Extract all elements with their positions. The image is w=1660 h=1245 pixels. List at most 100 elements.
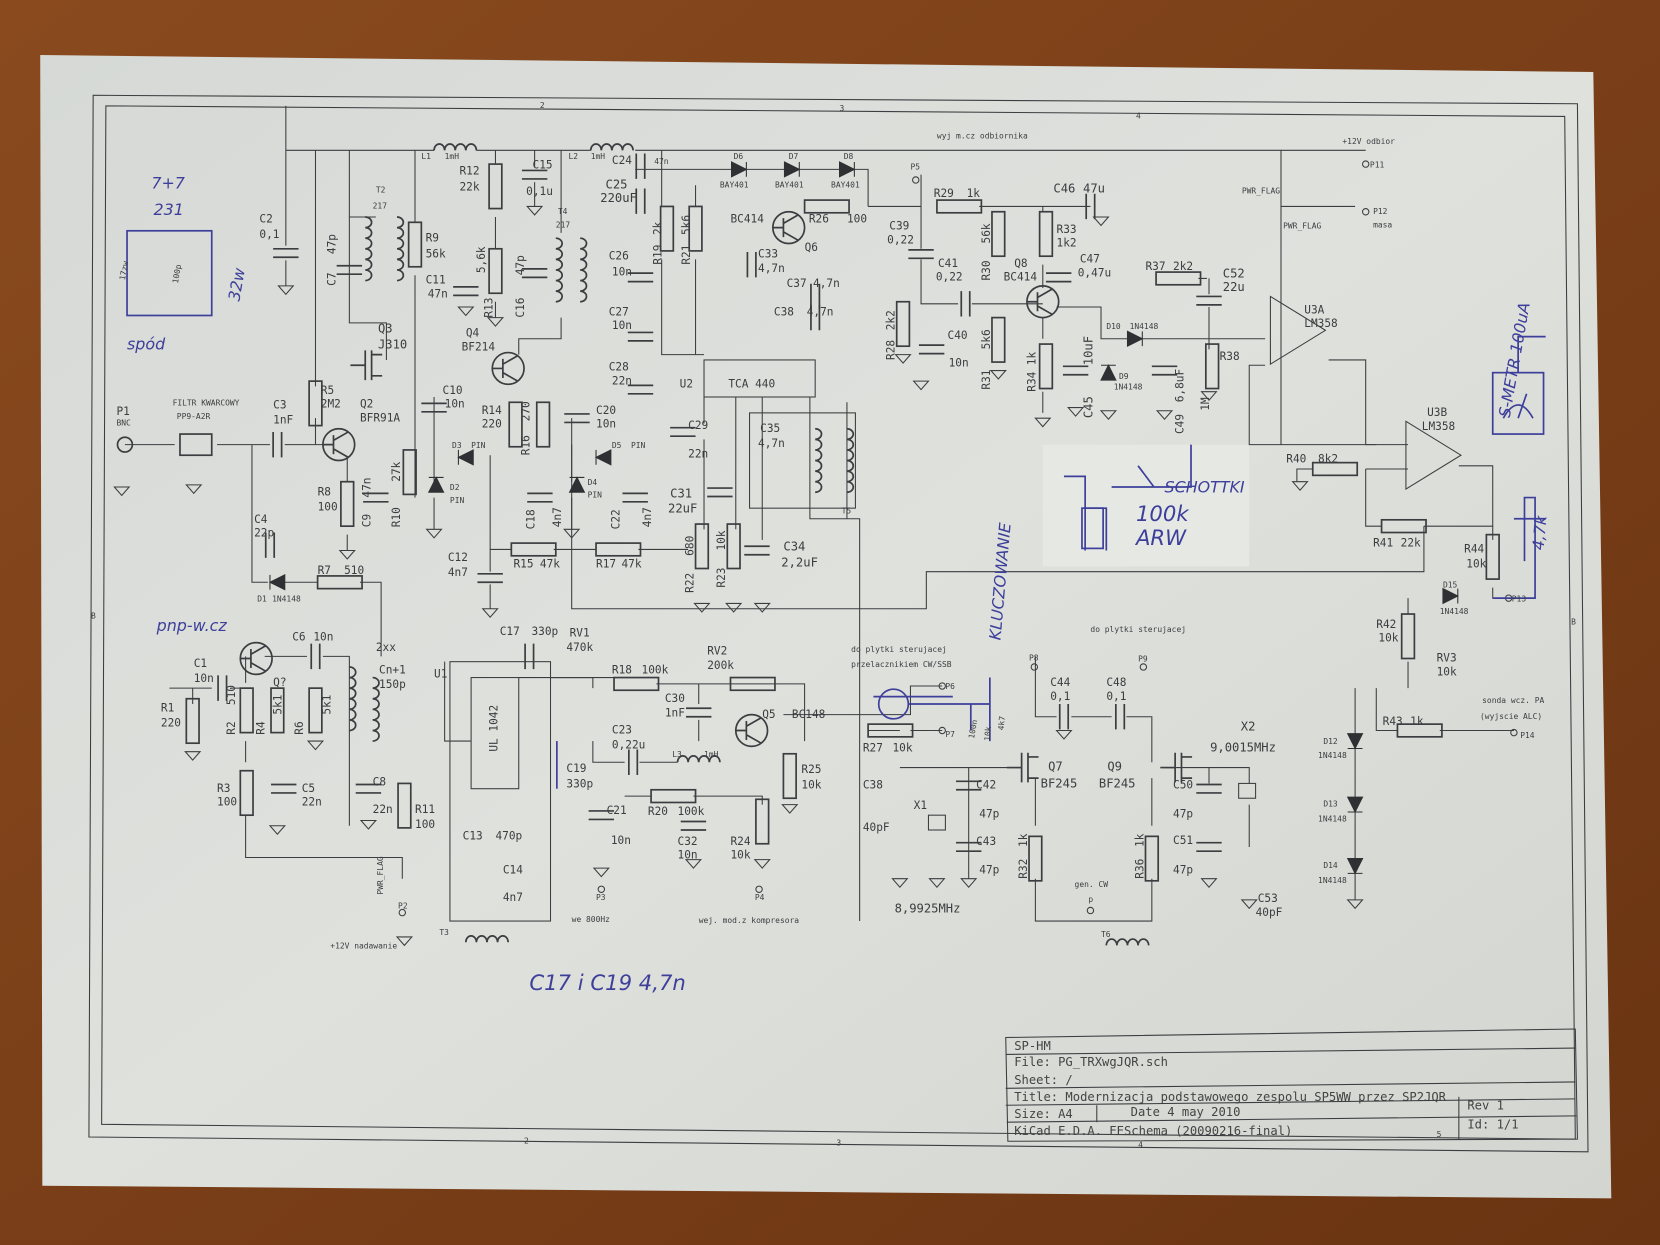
resistor: [1144, 835, 1160, 882]
transistor: [1026, 284, 1060, 319]
components-rv2-ref-label: RV2: [707, 644, 727, 657]
components-r12-ref-label: R12: [459, 165, 479, 178]
components-r27-value-label: 10k: [892, 742, 912, 755]
handwritten-r4k7b-label: 4,7k: [1529, 514, 1551, 551]
components-qx-ref-label: Q?: [273, 676, 286, 689]
capacitor: [477, 572, 503, 584]
components-c16-value-label: 47p: [514, 255, 527, 275]
notes-rx-12v-label: +12V odbior: [1342, 137, 1395, 146]
capacitor: [627, 272, 654, 283]
frame-bottom-2-label: 4: [1138, 1141, 1143, 1150]
components-r4-value-label: 5k1: [272, 695, 285, 715]
components-c50-value-label: 47p: [1173, 807, 1193, 820]
components-c44-value-label: 0,1: [1050, 690, 1070, 703]
connector-pin: [1361, 208, 1370, 216]
resistor: [755, 798, 770, 845]
components-fl-value-label: PP9-A2R: [177, 412, 211, 421]
components-c15-value-label: 0,1u: [526, 185, 553, 198]
wire: [703, 397, 763, 540]
components-r37-ref-label: R37: [1145, 260, 1165, 273]
handwritten-zw17-label: 17zw: [118, 260, 130, 281]
components-c38-ref-label: C38: [863, 779, 883, 792]
components-r13-value-label: 5,6k: [475, 246, 488, 273]
transistor-leads: [240, 645, 267, 672]
resistor: [1485, 533, 1500, 580]
resistor: [308, 380, 323, 427]
components-r2-ref-label: R2: [225, 721, 238, 734]
ports-p8-label: P8: [1029, 654, 1039, 663]
title-block-rev-label: Rev 1: [1467, 1098, 1504, 1112]
components-c18-value-label: 4n7: [551, 507, 564, 527]
wire: [1056, 306, 1266, 340]
components-c33-ref-label: C33: [758, 247, 778, 260]
crystal-filter: [179, 433, 213, 457]
wire: [661, 150, 705, 356]
inductor: [589, 143, 634, 151]
title-block-company-label: SP-HM: [1014, 1039, 1051, 1053]
components-r36-value-label: 1k: [1133, 833, 1146, 847]
capacitor: [588, 810, 615, 821]
resistor: [613, 676, 660, 692]
components-p1-ref-label: P1: [116, 405, 129, 418]
resistor: [688, 205, 703, 252]
capacitor: [310, 643, 321, 670]
components-c7-ref-label: C7: [326, 272, 339, 285]
resistor: [308, 687, 323, 734]
wire: [571, 444, 1425, 610]
components-c5-ref-label: C5: [302, 782, 315, 795]
ground-symbol: [359, 819, 377, 830]
components-r2-value-label: 510: [225, 685, 238, 705]
connector-pin: [1030, 663, 1039, 671]
components-c18-ref-label: C18: [525, 509, 538, 529]
ground-symbol: [1034, 417, 1052, 428]
title-block-id-label: Id: 1/1: [1467, 1118, 1518, 1132]
components-q9-value-label: BF245: [1099, 777, 1136, 791]
resistor: [659, 205, 675, 252]
components-r33-ref-label: R33: [1057, 223, 1077, 236]
components-r24-ref-label: R24: [730, 835, 750, 848]
resistor: [270, 687, 285, 734]
components-r17-ref-label: R17: [596, 557, 616, 570]
components-rv3-value-label: 10k: [1437, 665, 1457, 678]
notes-rx-out-label: wyj m.cz odbiornika: [937, 132, 1028, 141]
components-r24-value-label: 10k: [730, 849, 750, 862]
resistor: [595, 542, 642, 557]
handwritten-turns-label: 7+7: [151, 173, 185, 192]
components-t2-value-label: 217: [373, 202, 388, 211]
components-rv2-value-label: 200k: [707, 659, 734, 672]
resistor: [1038, 343, 1054, 390]
components-d6-ref-label: D6: [734, 152, 744, 161]
ground-symbol: [1067, 407, 1085, 417]
components-r10-ref-label: R10: [390, 507, 403, 527]
ground-symbol: [1099, 410, 1118, 421]
diode: [594, 449, 612, 466]
fet-transistor: [350, 350, 383, 381]
components-c29-value-label: 22n: [688, 447, 708, 460]
wire: [1034, 778, 1153, 922]
components-l2-ref-label: L2: [569, 152, 579, 161]
components-c17-value-label: 330p: [531, 625, 558, 638]
capacitor: [680, 820, 707, 831]
components-c51-ref-label: C51: [1173, 834, 1193, 847]
components-d8-ref-label: D8: [844, 152, 854, 161]
resistor: [1204, 343, 1220, 390]
resistor: [510, 542, 557, 557]
components-c26-ref-label: C26: [609, 249, 629, 262]
components-r37-value-label: 2k2: [1173, 260, 1193, 273]
wire: [635, 168, 869, 207]
wire: [1375, 688, 1514, 732]
capacitor: [810, 304, 821, 331]
transistor-leads: [1026, 288, 1053, 316]
ports-p12-label: P12: [1373, 207, 1388, 216]
inductor: [464, 935, 510, 943]
transistor: [491, 351, 525, 386]
components-r20-value-label: 100k: [678, 805, 705, 818]
components-c35-value-label: 4,7n: [758, 437, 785, 450]
components-c29-ref-label: C29: [688, 419, 708, 432]
ports-p7-label: P7: [945, 730, 955, 739]
components-q6-ref-label: Q6: [805, 241, 818, 254]
wire: [1164, 767, 1250, 784]
frame-bottom-1-label: 3: [836, 1138, 841, 1147]
components-c41-value-label: 0,22: [936, 271, 963, 284]
